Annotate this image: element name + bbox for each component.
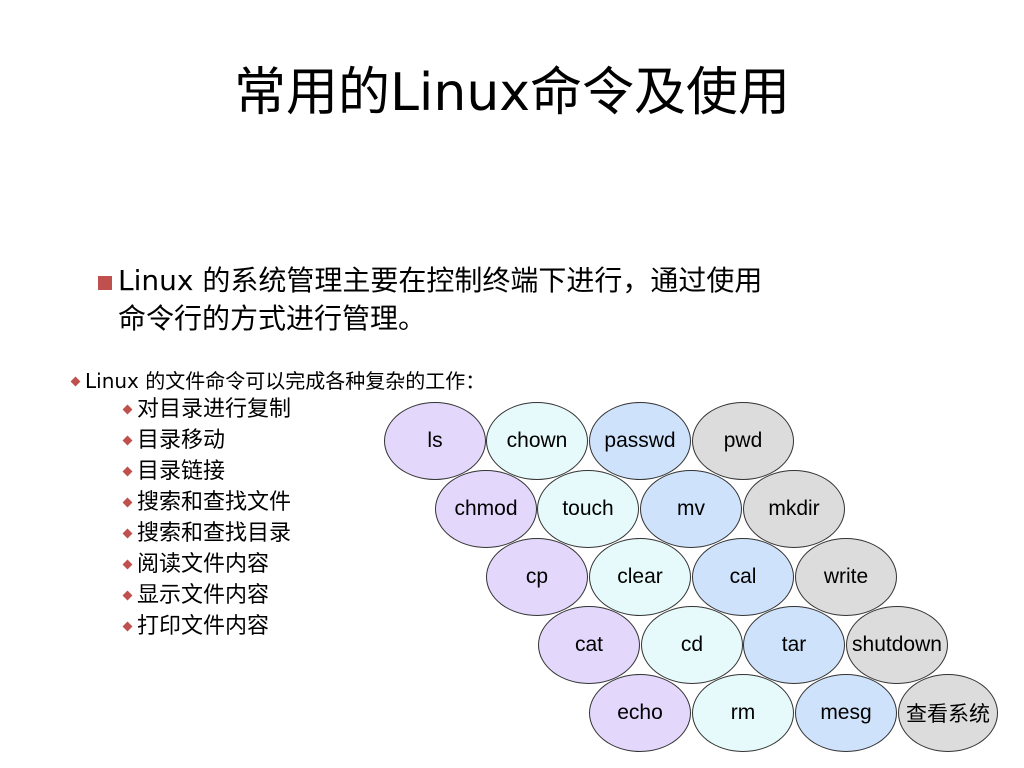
list-item-text: 对目录进行复制 — [137, 397, 292, 422]
list-item-text: 搜索和查找目录 — [137, 521, 292, 546]
command-oval: pwd — [692, 402, 794, 480]
command-oval: clear — [589, 538, 691, 616]
intro-line-2: 命令行的方式进行管理。 — [118, 302, 427, 335]
diamond-bullet-icon — [122, 559, 133, 570]
square-bullet-icon — [98, 276, 112, 290]
list-item: 搜索和查找文件 — [122, 487, 292, 518]
list-item: 搜索和查找目录 — [122, 518, 292, 549]
diamond-bullet-icon — [122, 435, 133, 446]
list-item: 显示文件内容 — [122, 580, 291, 611]
intro-paragraph: Linux 的系统管理主要在控制终端下进行，通过使用 命令行的方式进行管理。 — [118, 262, 918, 338]
list-item-text: 目录链接 — [137, 459, 226, 484]
command-oval: shutdown — [846, 606, 948, 684]
list-item-text: 目录移动 — [137, 428, 226, 453]
diamond-bullet-icon — [122, 621, 133, 632]
list-item: 目录移动 — [122, 425, 291, 456]
diamond-bullet-icon — [122, 528, 133, 539]
command-oval: passwd — [589, 402, 691, 480]
file-commands-heading-text: Linux 的文件命令可以完成各种复杂的工作： — [85, 369, 486, 393]
command-oval: rm — [692, 674, 794, 752]
command-oval: cat — [538, 606, 640, 684]
list-item-text: 打印文件内容 — [137, 614, 270, 639]
command-oval: echo — [589, 674, 691, 752]
diamond-bullet-icon — [122, 404, 133, 415]
diamond-bullet-icon — [70, 376, 81, 387]
command-oval: chown — [486, 402, 588, 480]
command-oval: 查看系统 — [898, 674, 998, 752]
list-item-text: 搜索和查找文件 — [137, 490, 292, 515]
command-oval: mesg — [795, 674, 897, 752]
list-item: 打印文件内容 — [122, 611, 291, 642]
slide-title: 常用的Linux命令及使用 — [233, 63, 791, 123]
list-item: 目录链接 — [122, 456, 291, 487]
command-oval: cd — [641, 606, 743, 684]
command-oval: ls — [384, 402, 486, 480]
diamond-bullet-icon — [122, 466, 133, 477]
command-oval: tar — [743, 606, 845, 684]
diamond-bullet-icon — [122, 497, 133, 508]
command-oval: write — [795, 538, 897, 616]
intro-line-1: Linux 的系统管理主要在控制终端下进行，通过使用 — [118, 264, 763, 297]
command-oval: touch — [537, 470, 639, 548]
command-oval: mkdir — [743, 470, 845, 548]
command-oval: cp — [486, 538, 588, 616]
command-oval: mv — [640, 470, 742, 548]
list-item: 阅读文件内容 — [122, 549, 291, 580]
list-item-text: 显示文件内容 — [137, 583, 270, 608]
file-commands-heading: Linux 的文件命令可以完成各种复杂的工作： — [70, 366, 486, 396]
diamond-bullet-icon — [122, 590, 133, 601]
file-commands-list: 对目录进行复制 目录移动 目录链接 搜索和查找文件 搜索和查找目录 阅读文件内容… — [122, 394, 292, 642]
list-item-text: 阅读文件内容 — [137, 552, 270, 577]
list-item: 对目录进行复制 — [122, 394, 292, 425]
command-oval: cal — [692, 538, 794, 616]
command-oval: chmod — [435, 470, 537, 548]
